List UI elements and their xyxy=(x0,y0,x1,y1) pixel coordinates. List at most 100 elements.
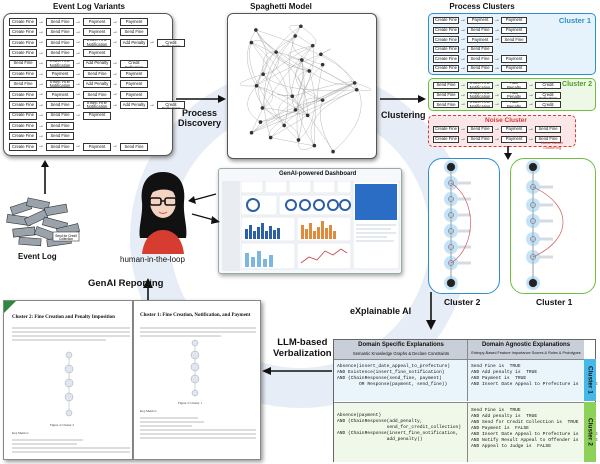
variant-activity-box: Create Fine xyxy=(9,132,37,141)
spaghetti-edge xyxy=(255,29,310,72)
arrow-icon: → xyxy=(75,80,81,87)
cluster2-tab: Cluster 2 xyxy=(584,402,596,462)
spaghetti-edge xyxy=(320,54,357,90)
process-discovery-line2: Discovery xyxy=(178,118,222,129)
da-header: Domain Agnostic Explanations Entropy-Bas… xyxy=(468,340,584,359)
arrow-icon: → xyxy=(112,60,118,67)
report-right-figure-caption: Figure 3: Cluster 1 xyxy=(178,401,202,405)
dashboard-sidebar xyxy=(222,181,240,271)
spaghetti-node xyxy=(282,123,287,128)
model-node xyxy=(446,162,456,172)
cluster1-activity-box: Create Fine xyxy=(433,65,459,73)
ds-subtitle: Semantic Knowledge Graphs & Declare Cons… xyxy=(352,351,450,356)
human-in-the-loop-label: human-in-the-loop xyxy=(120,255,185,264)
spaghetti-node xyxy=(254,28,258,32)
explanations-panel: Domain Specific Explanations Semantic Kn… xyxy=(333,339,598,462)
cluster1-process-model xyxy=(526,160,564,290)
model-node xyxy=(448,196,454,202)
event-log-label: Event Log xyxy=(18,252,57,261)
spaghetti-edge xyxy=(255,74,285,126)
variant-activity-box: Send Fine xyxy=(9,80,37,89)
spaghetti-edge xyxy=(255,29,310,72)
da-subtitle: Entropy-Based Feature Importance Scores … xyxy=(471,351,581,355)
spaghetti-edge xyxy=(256,54,321,86)
arrow-icon: → xyxy=(38,122,44,129)
arrow-icon: → xyxy=(494,101,500,108)
arrow-icon: → xyxy=(75,112,81,119)
variant-activity-box: Create Fine xyxy=(9,70,37,78)
cluster1-activity-box: Send Fine xyxy=(467,65,493,73)
spaghetti-edge xyxy=(262,74,273,109)
report-left-metrics: Key Metrics: xyxy=(12,431,29,435)
spaghetti-edge xyxy=(314,64,323,146)
arrow-icon: → xyxy=(460,101,466,108)
variant-activity-box: Create Fine xyxy=(9,111,37,120)
spaghetti-edge xyxy=(251,122,261,133)
model-node xyxy=(448,212,454,218)
variant-activity-box: Create Fine xyxy=(9,142,37,151)
spaghetti-node xyxy=(310,43,315,48)
variant-activity-box: Create Fine xyxy=(9,49,37,58)
arrow-icon: → xyxy=(112,143,118,150)
cluster2-activity-box: Send Fine xyxy=(433,91,459,99)
spaghetti-node xyxy=(293,108,298,112)
arrow-icon: → xyxy=(75,70,81,77)
variant-activity-box: Send Fine xyxy=(46,132,74,141)
spaghetti-edge xyxy=(301,59,357,90)
cluster2-activity-box: Send Fine xyxy=(433,101,459,109)
variant-activity-box: Create Fine xyxy=(9,90,37,99)
arrow-icon: → xyxy=(460,17,466,24)
da-cluster1-box: Send Fine is TRUE AND Add penalty is TRU… xyxy=(468,359,598,401)
variant-activity-box: Add Penalty xyxy=(120,38,148,47)
da-title: Domain Agnostic Explanations xyxy=(481,342,571,348)
variant-activity-box: Send Fine xyxy=(83,70,111,78)
cluster2-label: Cluster 2 xyxy=(562,81,592,88)
cluster1-activity-box: Payment xyxy=(501,65,527,73)
cluster2-activity-box: Send for Credit Collection xyxy=(535,82,561,90)
noise-aware-line2: Clustering xyxy=(543,144,562,150)
arrow-icon: → xyxy=(460,82,466,89)
noise-activity-box: Payment xyxy=(501,126,527,134)
variant-activity-box: Send Fine xyxy=(46,49,74,58)
arrow-icon: → xyxy=(75,28,81,35)
report-left-title: Cluster 2: Fine Creation and Penalty Imp… xyxy=(12,315,115,320)
cluster1-activity-box: Payment xyxy=(501,17,527,25)
cluster2-activity-box: Insert Fine Notification xyxy=(467,82,493,90)
model-node xyxy=(530,236,536,242)
variant-activity-box: Send Fine xyxy=(46,111,74,120)
spaghetti-edge xyxy=(256,45,313,86)
variant-activity-box: Add Penalty xyxy=(83,80,111,89)
process-clusters-title: Process Clusters xyxy=(449,2,515,11)
llm-line2: Verbalization xyxy=(273,347,332,359)
arrow-icon: → xyxy=(494,55,500,62)
model-node xyxy=(448,244,454,250)
spaghetti-node xyxy=(331,149,335,154)
cluster1-activity-box: Create Fine xyxy=(433,17,459,25)
model-node-label xyxy=(539,255,553,259)
cluster1-activity-box: Payment xyxy=(501,26,527,34)
spaghetti-node xyxy=(260,106,265,110)
model-loop-edge xyxy=(450,182,471,264)
arrow-icon: → xyxy=(112,39,118,46)
arrow-icon: → xyxy=(460,55,466,62)
event-log-variants-title: Event Log Variants xyxy=(52,2,126,11)
variant-activity-box: Payment xyxy=(83,111,111,120)
noise-aware-label: Noise Aware Clustering xyxy=(541,140,563,151)
report-page-right: Cluster 1: Fine Creation, Notification, … xyxy=(133,300,261,460)
spaghetti-edge xyxy=(320,48,331,55)
arrow-icon: → xyxy=(38,80,44,87)
cluster1-model-panel xyxy=(510,158,596,294)
spaghetti-edge xyxy=(255,29,355,83)
arrow-icon: → xyxy=(460,136,466,143)
model-node-label xyxy=(457,181,471,185)
clusters-down-arrow xyxy=(504,146,512,160)
model-node xyxy=(446,278,456,288)
report-left-lines xyxy=(12,437,130,455)
variant-activity-box: Create Fine xyxy=(9,38,37,47)
spaghetti-edge xyxy=(300,26,317,46)
spaghetti-edge xyxy=(249,42,285,126)
arrow-icon: → xyxy=(75,143,81,150)
spaghetti-edge xyxy=(310,89,357,146)
dashboard-panel: GenAI-powered Dashboard xyxy=(218,168,402,274)
variant-activity-box: Payment xyxy=(46,70,74,78)
